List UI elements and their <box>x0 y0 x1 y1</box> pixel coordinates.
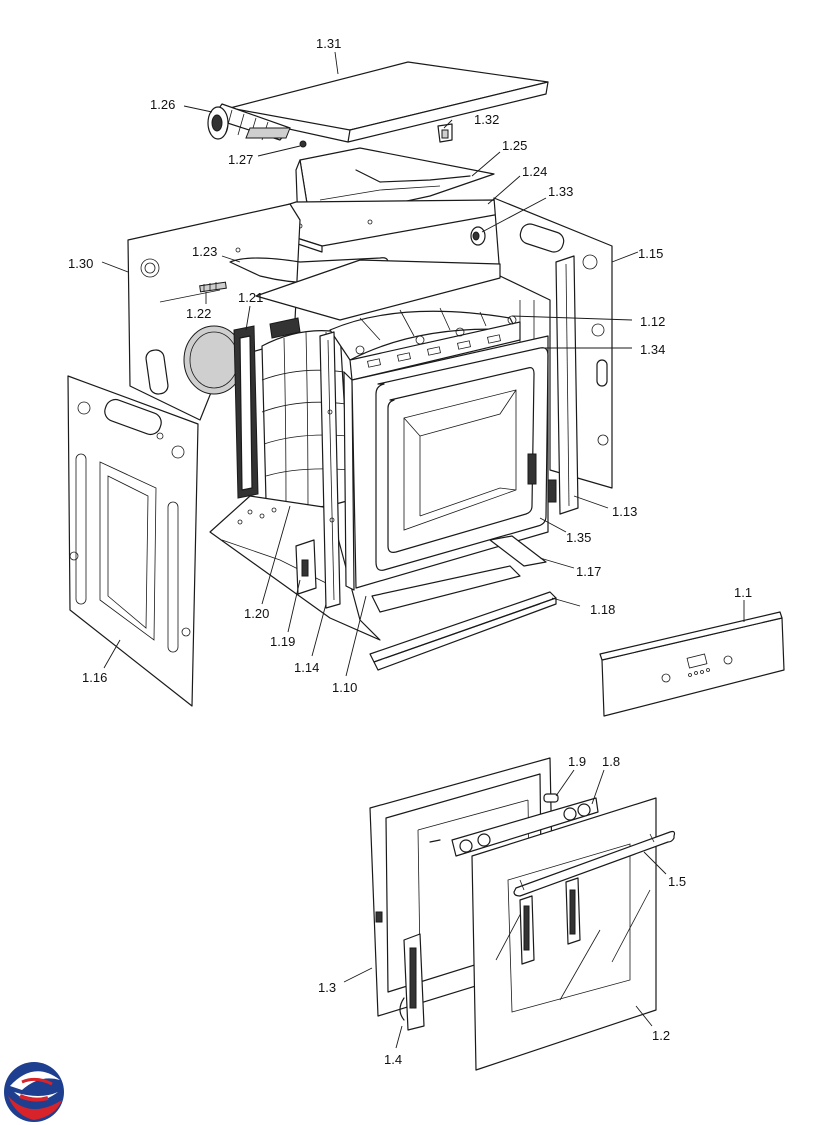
label-1-17: 1.17 <box>576 564 601 579</box>
part-thermostat <box>470 226 486 246</box>
label-1-27: 1.27 <box>228 152 253 167</box>
label-1-20: 1.20 <box>244 606 269 621</box>
part-labels: 1.31 1.26 1.32 1.27 1.25 1.24 1.33 1.30 … <box>68 36 752 1067</box>
part-clip <box>437 123 453 143</box>
part-pin <box>543 793 559 803</box>
part-front-rail-left <box>319 331 341 609</box>
label-1-31: 1.31 <box>316 36 341 51</box>
part-front-lower-rail <box>369 591 557 671</box>
part-insulation-top-seams <box>359 307 487 341</box>
label-1-14: 1.14 <box>294 660 319 675</box>
label-1-26: 1.26 <box>150 97 175 112</box>
label-1-4: 1.4 <box>384 1052 402 1067</box>
label-1-2: 1.2 <box>652 1028 670 1043</box>
label-1-16: 1.16 <box>82 670 107 685</box>
label-1-10: 1.10 <box>332 680 357 695</box>
label-1-18: 1.18 <box>590 602 615 617</box>
label-1-24: 1.24 <box>522 164 547 179</box>
part-oven-cavity <box>343 315 549 591</box>
part-bracket <box>295 539 317 595</box>
label-1-8: 1.8 <box>602 754 620 769</box>
label-1-23: 1.23 <box>192 244 217 259</box>
label-1-15: 1.15 <box>638 246 663 261</box>
label-1-35: 1.35 <box>566 530 591 545</box>
part-spring <box>199 281 227 293</box>
label-1-22: 1.22 <box>186 306 211 321</box>
label-1-1: 1.1 <box>734 585 752 600</box>
part-insulation-strip <box>233 325 259 499</box>
label-1-19: 1.19 <box>270 634 295 649</box>
part-oven-interior <box>403 389 537 531</box>
label-1-34: 1.34 <box>640 342 665 357</box>
part-hinge-left <box>399 933 425 1031</box>
part-screw <box>299 140 307 148</box>
part-tangential-fan <box>207 103 291 141</box>
part-screw-door <box>429 839 441 843</box>
part-door-vent-strip <box>451 797 599 857</box>
part-control-panel <box>599 611 785 717</box>
label-1-30: 1.30 <box>68 256 93 271</box>
part-hinge-right <box>519 877 581 965</box>
part-door-gasket-inner <box>387 367 535 553</box>
part-drip-tray <box>371 565 521 613</box>
label-1-13: 1.13 <box>612 504 637 519</box>
brand-logo <box>4 1062 64 1122</box>
part-front-rail-right <box>547 255 579 515</box>
part-door-handle <box>513 830 676 897</box>
part-door-gasket <box>375 347 549 571</box>
part-bottom-bracket <box>489 535 547 567</box>
label-1-9: 1.9 <box>568 754 586 769</box>
label-1-21: 1.21 <box>238 290 263 305</box>
label-1-3: 1.3 <box>318 980 336 995</box>
part-outer-door <box>471 797 657 1071</box>
label-1-32: 1.32 <box>474 112 499 127</box>
part-side-panel-left <box>67 375 199 707</box>
part-top-liner <box>255 259 501 321</box>
label-1-33: 1.33 <box>548 184 573 199</box>
label-1-5: 1.5 <box>668 874 686 889</box>
label-1-12: 1.12 <box>640 314 665 329</box>
label-1-25: 1.25 <box>502 138 527 153</box>
leader-lines <box>101 51 745 1049</box>
